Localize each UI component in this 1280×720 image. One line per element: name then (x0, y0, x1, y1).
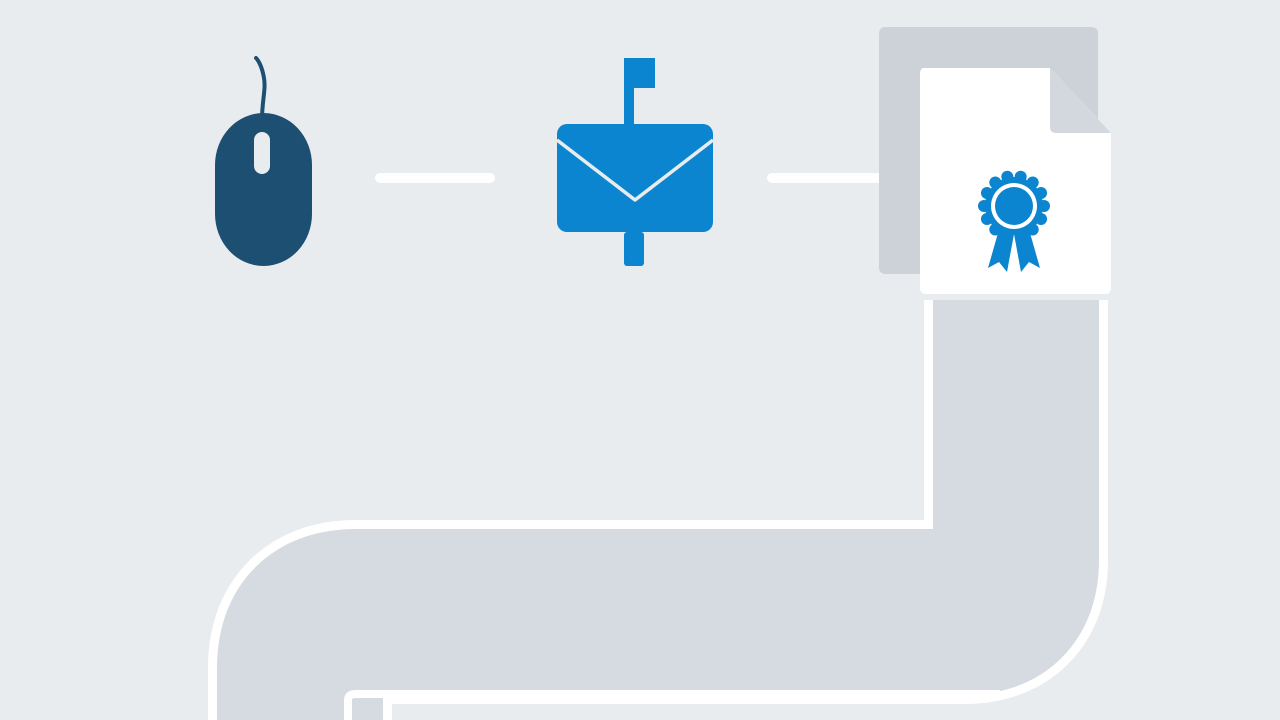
mailbox-envelope-icon (555, 58, 715, 266)
award-ribbon-icon (978, 170, 1050, 272)
mouse-cable (254, 56, 267, 122)
road-inner-edge (344, 690, 1000, 720)
computer-mouse-icon (215, 56, 312, 266)
mailbox-post (624, 232, 644, 266)
mouse-body (215, 113, 312, 266)
envelope-body (557, 124, 713, 232)
certificate-document-icon (879, 27, 1111, 294)
winding-road-path (208, 300, 1108, 720)
envelope-flap (555, 138, 715, 202)
mouse-scroll-wheel (254, 132, 270, 174)
badge-center (995, 187, 1033, 225)
document-folded-corner (1050, 68, 1111, 133)
mailbox-flag-pole (624, 58, 634, 126)
road-surface (217, 300, 1099, 720)
